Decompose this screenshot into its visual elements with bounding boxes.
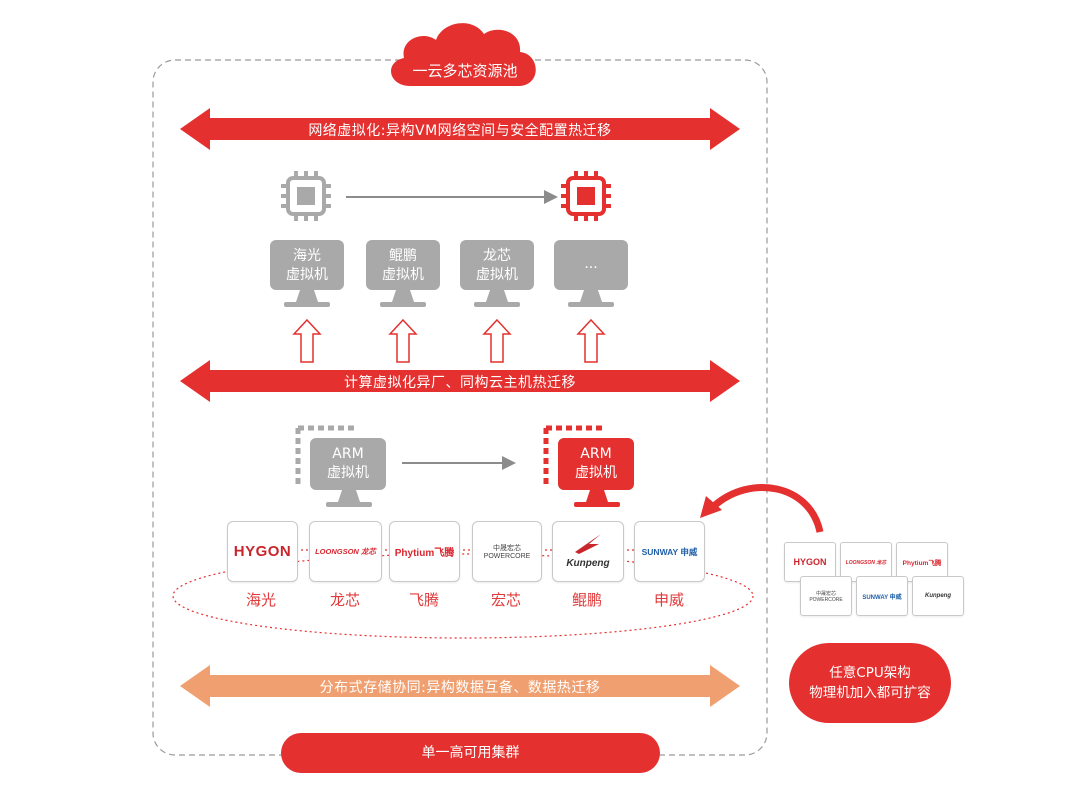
vendor-card-sunway: SUNWAY 申威 [634, 521, 705, 582]
vendor-name-3: 宏芯 [490, 591, 521, 609]
vm-label-0: 海光虚拟机 [286, 248, 328, 283]
vendor-card-kunpeng: Kunpeng [552, 521, 624, 582]
hollow-up-arrow-icon [292, 318, 322, 363]
chip-icon [281, 171, 331, 221]
hollow-up-arrow-icon [576, 318, 606, 363]
cloud-title: 一云多芯资源池 [412, 62, 518, 80]
curved-arrow-icon [700, 483, 824, 533]
vendor-name-0: 海光 [245, 591, 276, 609]
vm-label-1: 鲲鹏虚拟机 [382, 248, 424, 283]
monitor-icon [460, 240, 534, 307]
side-logo-powercore: 中晟宏芯 POWERCORE [800, 576, 852, 616]
compute-banner-arrow [180, 360, 740, 402]
cluster-pill: 单一高可用集群 [281, 733, 660, 773]
storage-banner-arrow [180, 665, 740, 707]
vm-label-2: 龙芯虚拟机 [476, 248, 518, 283]
vendor-name-2: 飞腾 [408, 591, 439, 609]
cluster-label: 单一高可用集群 [421, 745, 520, 761]
vm-label-3: ... [584, 256, 598, 272]
compute-banner: 计算虚拟化异厂、同构云主机热迁移 [344, 375, 576, 391]
network-banner-arrow [180, 108, 740, 150]
vendor-name-5: 申威 [653, 591, 684, 609]
arm-monitor-icon [295, 425, 386, 507]
arm-monitor-icon-active [543, 425, 634, 507]
vendor-name-4: 鲲鹏 [571, 591, 602, 609]
vendor-card-loongson: LOONGSON 龙芯 [309, 521, 382, 582]
monitor-icon [366, 240, 440, 307]
side-logo-hygon: HYGON [784, 542, 836, 582]
chip-migration [281, 171, 611, 221]
vendor-card-hygon: HYGON [227, 521, 298, 582]
vendor-name-1: 龙芯 [329, 591, 360, 609]
chip-icon-active [561, 171, 611, 221]
expand-note-badge: 任意CPU架构 物理机加入都可扩容 [789, 643, 951, 723]
monitor-icon [554, 240, 628, 307]
cloud-icon [391, 23, 536, 87]
hollow-up-arrow-icon [482, 318, 512, 363]
kunpeng-logo-icon [575, 534, 601, 554]
monitor-icon [270, 240, 344, 307]
vendor-card-powercore: 中晟宏芯 POWERCORE [472, 521, 542, 582]
side-logo-loongson: LOONGSON 龙芯 [840, 542, 892, 582]
expand-note-line1: 任意CPU架构 [829, 665, 911, 681]
side-logo-kunpeng: Kunpeng [912, 576, 964, 616]
side-logo-sunway: SUNWAY 申威 [856, 576, 908, 616]
hollow-up-arrow-icon [388, 318, 418, 363]
storage-banner: 分布式存储协同:异构数据互备、数据热迁移 [319, 680, 601, 696]
network-banner: 网络虚拟化:异构VM网络空间与安全配置热迁移 [308, 123, 612, 139]
expand-note-line2: 物理机加入都可扩容 [809, 685, 931, 701]
vendor-card-phytium: Phytium飞腾 [389, 521, 460, 582]
